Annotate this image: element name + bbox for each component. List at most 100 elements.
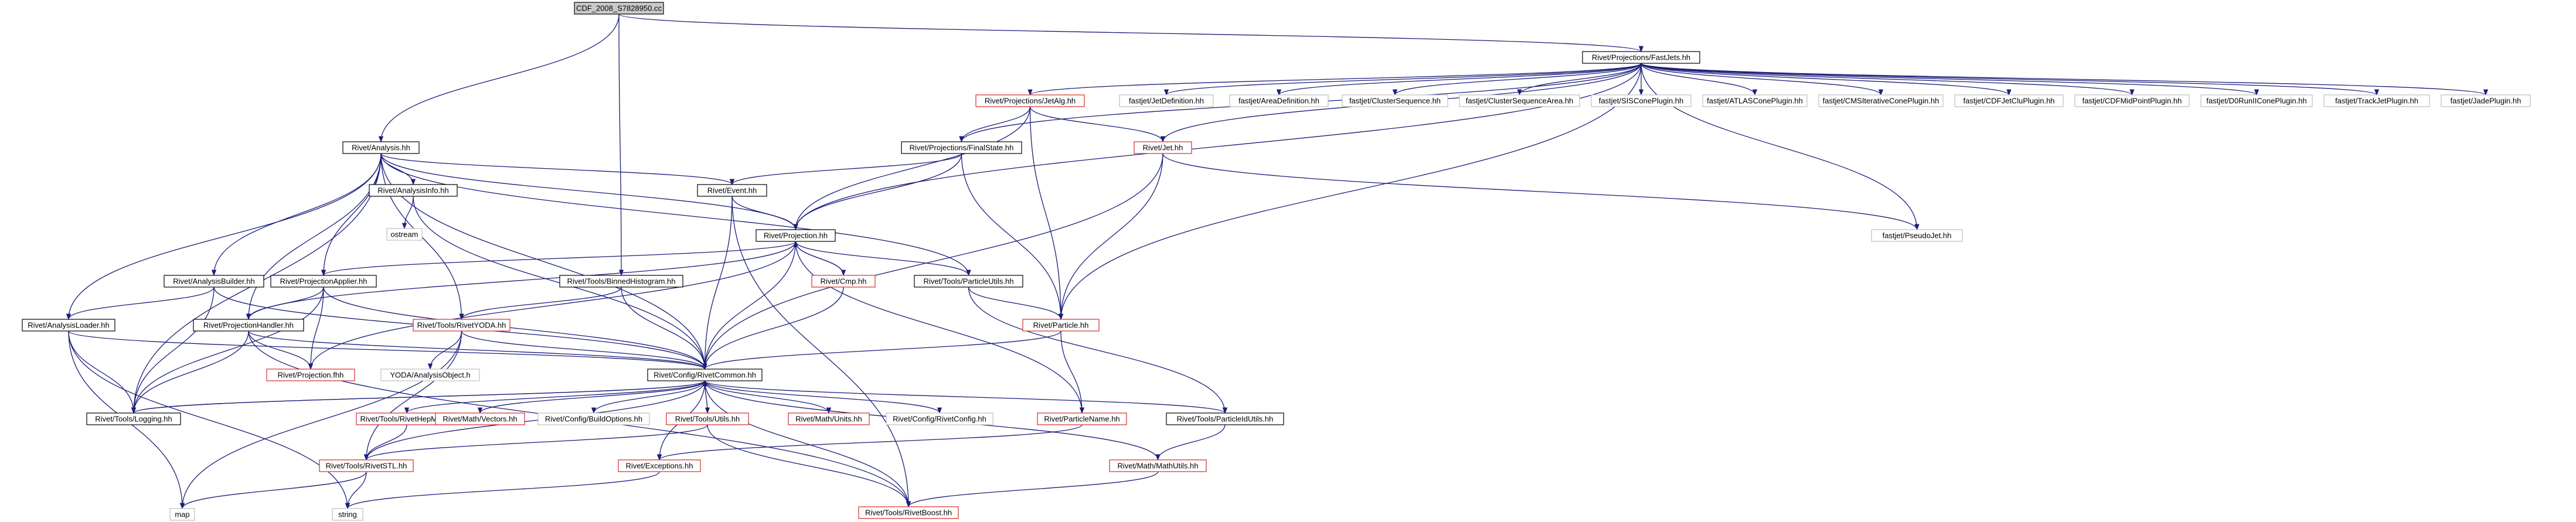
- node-box: [1818, 94, 1944, 107]
- node-box: [1459, 94, 1580, 107]
- node-trackjet[interactable]: fastjet/TrackJetPlugin.hh: [2323, 94, 2430, 107]
- edge-analysis-to-particleutils: [380, 153, 971, 277]
- node-cdfmid[interactable]: fastjet/CDFMidPointPlugin.hh: [2074, 94, 2190, 107]
- node-box: [2074, 94, 2190, 107]
- node-d0run[interactable]: fastjet/D0RunIIConePlugin.hh: [2200, 94, 2313, 107]
- edge-projapplier-to-projhandler: [246, 286, 324, 320]
- node-projection[interactable]: Rivet/Projection.hh: [756, 229, 836, 242]
- node-box: [86, 412, 181, 425]
- node-map[interactable]: map: [169, 508, 195, 521]
- node-areadef[interactable]: fastjet/AreaDefinition.hh: [1229, 94, 1329, 107]
- node-jetdef[interactable]: fastjet/JetDefinition.hh: [1119, 94, 1214, 107]
- node-binnedhisto[interactable]: Rivet/Tools/BinnedHistogram.hh: [559, 275, 683, 288]
- node-box: [858, 506, 959, 519]
- edge-projection-to-particlename: [795, 241, 1085, 414]
- node-label: Rivet/ParticleName.hh: [1044, 415, 1119, 424]
- edge-fastjets-to-atlascone: [1641, 63, 1758, 96]
- edge-jetalg-to-finalstate: [959, 106, 1031, 143]
- edge-analysis-to-projhandler: [246, 153, 382, 320]
- node-yodaao[interactable]: YODA/AnalysisObject.h: [380, 369, 480, 381]
- node-pseudojet[interactable]: fastjet/PseudoJet.hh: [1871, 229, 1963, 242]
- node-rivetconfig[interactable]: Rivet/Config/RivetConfig.hh: [886, 412, 993, 425]
- node-analysis[interactable]: Rivet/Analysis.hh: [342, 141, 420, 154]
- node-clusterseq[interactable]: fastjet/ClusterSequence.hh: [1342, 94, 1448, 107]
- node-label: YODA/AnalysisObject.h: [390, 371, 470, 380]
- node-logging[interactable]: Rivet/Tools/Logging.hh: [86, 412, 181, 425]
- node-mathvectors[interactable]: Rivet/Math/Vectors.hh: [435, 412, 525, 425]
- node-cmsiter[interactable]: fastjet/CMSIterativeConePlugin.hh: [1818, 94, 1944, 107]
- node-rivetstl[interactable]: Rivet/Tools/RivetSTL.hh: [319, 459, 414, 472]
- node-fastjets[interactable]: Rivet/Projections/FastJets.hh: [1582, 51, 1700, 64]
- edge-particleutils-to-particle: [968, 286, 1064, 320]
- node-box: [386, 228, 423, 241]
- edge-fastjets-to-pseudojet: [1641, 63, 1920, 231]
- node-analysisbuilder[interactable]: Rivet/AnalysisBuilder.hh: [164, 275, 264, 288]
- node-box: [618, 459, 701, 472]
- node-ostream[interactable]: ostream: [386, 228, 423, 241]
- node-cdfjetclu[interactable]: fastjet/CDFJetCluPlugin.hh: [1954, 94, 2064, 107]
- node-particleidutils[interactable]: Rivet/Tools/ParticleIdUtils.hh: [1166, 412, 1284, 425]
- edge-event-to-rivetboost: [731, 196, 911, 508]
- node-projhandler[interactable]: Rivet/ProjectionHandler.hh: [193, 319, 304, 332]
- node-mathunits[interactable]: Rivet/Math/Units.hh: [788, 412, 870, 425]
- edge-rivetcommon-to-rivethepmc: [404, 380, 706, 414]
- node-projapplier[interactable]: Rivet/ProjectionApplier.hh: [270, 275, 377, 288]
- node-event[interactable]: Rivet/Event.hh: [697, 184, 767, 197]
- node-label: CDF_2008_S7828950.cc: [576, 4, 662, 13]
- node-finalstate[interactable]: Rivet/Projections/FinalState.hh: [901, 141, 1022, 154]
- node-label: Rivet/Cmp.hh: [821, 277, 867, 286]
- node-utils[interactable]: Rivet/Tools/Utils.hh: [666, 412, 749, 425]
- node-jetalg[interactable]: Rivet/Projections/JetAlg.hh: [975, 94, 1085, 107]
- edge-rivetcommon-to-rivetboost: [704, 380, 911, 508]
- node-box: [1591, 94, 1692, 107]
- node-cmp[interactable]: Rivet/Cmp.hh: [811, 275, 876, 288]
- edge-finalstate-to-particle: [961, 153, 1064, 320]
- node-label: fastjet/ATLASConePlugin.hh: [1707, 97, 1803, 105]
- edge-rivetcommon-to-rivetstl: [363, 380, 706, 461]
- node-label: fastjet/TrackJetPlugin.hh: [2335, 97, 2418, 105]
- node-box: [342, 141, 420, 154]
- node-box: [697, 184, 767, 197]
- node-label: Rivet/Projection.hh: [764, 231, 828, 240]
- node-label: Rivet/Tools/RivetHepMC.hh: [360, 415, 454, 424]
- node-label: Rivet/Analysis.hh: [352, 144, 410, 152]
- node-projectionfhh[interactable]: Rivet/Projection.fhh: [266, 369, 355, 381]
- node-particleutils[interactable]: Rivet/Tools/ParticleUtils.hh: [914, 275, 1023, 288]
- node-box: [811, 275, 876, 288]
- node-string[interactable]: string: [332, 508, 363, 521]
- node-rivetyoda[interactable]: Rivet/Tools/RivetYODA.hh: [413, 319, 511, 332]
- node-analysisloader[interactable]: Rivet/AnalysisLoader.hh: [22, 319, 115, 332]
- node-rivetboost[interactable]: Rivet/Tools/RivetBoost.hh: [858, 506, 959, 519]
- node-rivethepmc[interactable]: Rivet/Tools/RivetHepMC.hh: [356, 412, 458, 425]
- node-box: [1109, 459, 1207, 472]
- node-label: Rivet/Exceptions.hh: [626, 462, 693, 470]
- node-particle[interactable]: Rivet/Particle.hh: [1022, 319, 1100, 332]
- edge-root-to-fastjets: [618, 13, 1643, 53]
- node-box: [1166, 412, 1284, 425]
- node-jet[interactable]: Rivet/Jet.hh: [1134, 141, 1192, 154]
- node-clusterseqarea[interactable]: fastjet/ClusterSequenceArea.hh: [1459, 94, 1580, 107]
- edge-rivetcommon-to-rivetconfig: [704, 380, 942, 414]
- node-label: ostream: [391, 230, 418, 239]
- node-buildoptions[interactable]: Rivet/Config/BuildOptions.hh: [537, 412, 650, 425]
- node-label: Rivet/Tools/RivetBoost.hh: [865, 509, 952, 517]
- node-jade[interactable]: fastjet/JadePlugin.hh: [2441, 94, 2531, 107]
- node-atlascone[interactable]: fastjet/ATLASConePlugin.hh: [1702, 94, 1808, 107]
- node-particlename[interactable]: Rivet/ParticleName.hh: [1037, 412, 1127, 425]
- node-siscone[interactable]: fastjet/SISConePlugin.hh: [1591, 94, 1692, 107]
- node-box: [1229, 94, 1329, 107]
- node-box: [164, 275, 264, 288]
- node-label: Rivet/Particle.hh: [1033, 321, 1089, 330]
- node-label: Rivet/AnalysisLoader.hh: [28, 321, 109, 330]
- edge-analysis-to-analysisloader: [66, 153, 382, 320]
- node-rivetcommon[interactable]: Rivet/Config/RivetCommon.hh: [647, 369, 763, 381]
- edge-rivetcommon-to-mathunits: [704, 380, 832, 414]
- node-exceptions[interactable]: Rivet/Exceptions.hh: [618, 459, 701, 472]
- edge-finalstate-to-event: [729, 153, 962, 186]
- node-root[interactable]: CDF_2008_S7828950.cc: [574, 2, 664, 15]
- node-mathutils[interactable]: Rivet/Math/MathUtils.hh: [1109, 459, 1207, 472]
- edge-projection-to-rivetcommon: [702, 241, 797, 370]
- edge-particleutils-to-particleidutils: [968, 286, 1228, 414]
- node-analysisinfo[interactable]: Rivet/AnalysisInfo.hh: [369, 184, 458, 197]
- node-label: Rivet/Event.hh: [707, 186, 757, 195]
